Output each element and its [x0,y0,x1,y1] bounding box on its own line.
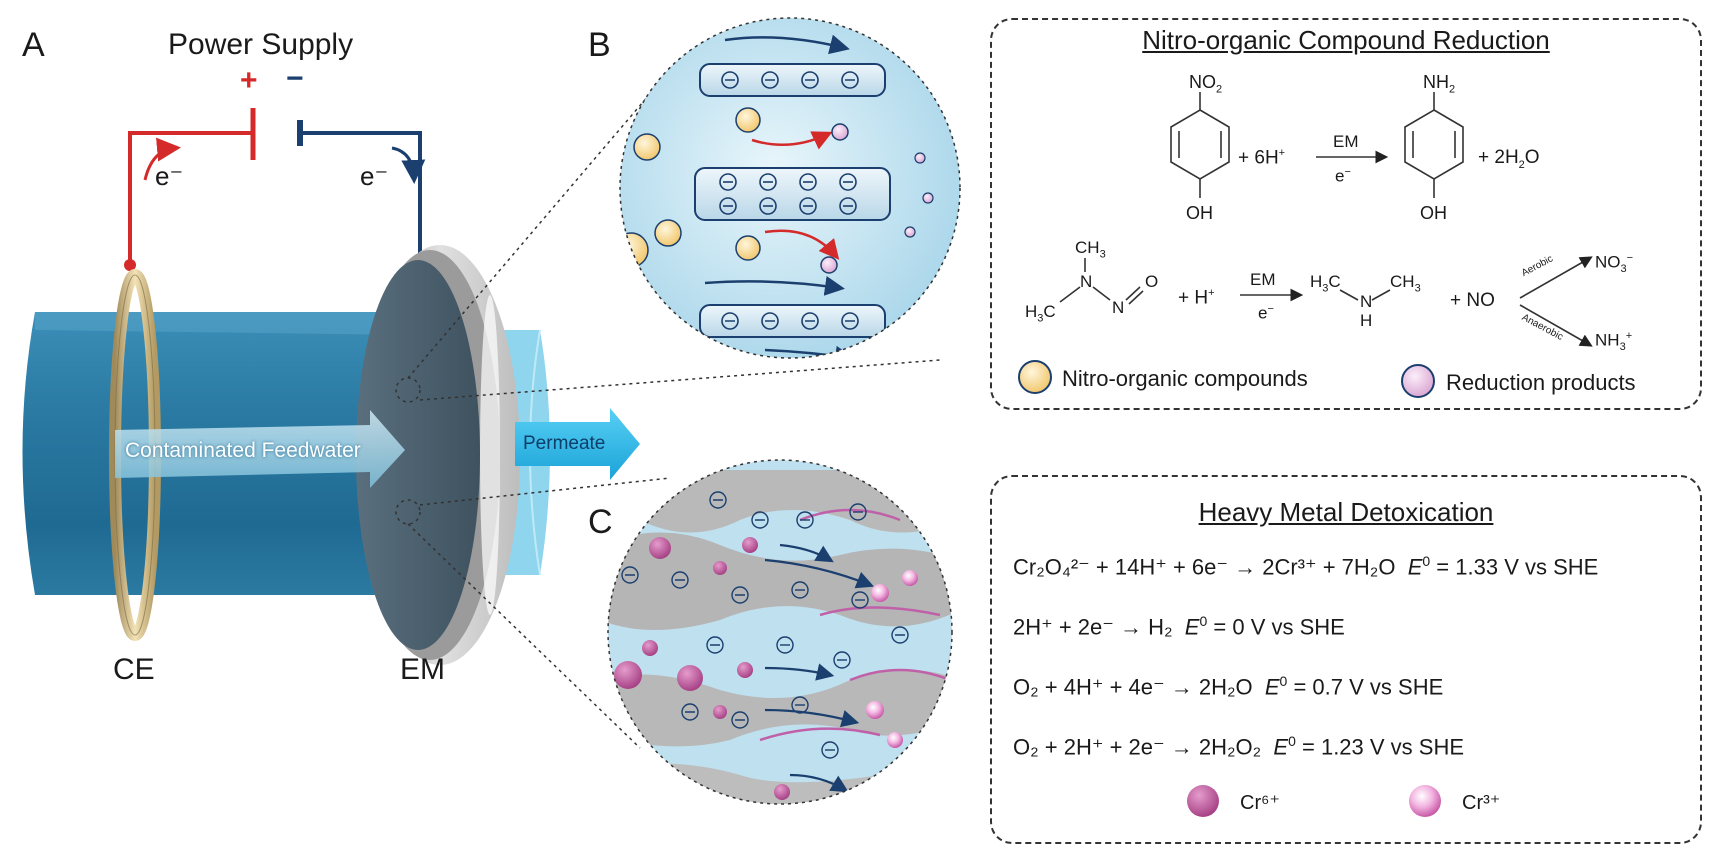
nitro-plus-no: + NO [1450,290,1495,311]
dma-n: N [1360,292,1373,311]
nitro-oh-left: OH [1186,203,1213,223]
electron-anode-label: e⁻ [155,161,184,191]
dma-ch3: CH3 [1390,272,1421,295]
ndma-ch3-top: CH3 [1075,238,1106,261]
circuit-wires [124,108,426,271]
nitro-reduction-box [990,18,1702,410]
feedwater-arrow [115,410,405,488]
zoom-lines [395,74,941,749]
ndma-n1: N [1080,272,1093,291]
negative-terminal: − [286,62,304,95]
cr6-particle [737,662,753,678]
cr6-particle [713,561,727,575]
nitro-compound-particle [654,219,682,247]
reduction-product-particle [914,152,926,164]
electron-cathode-label: e⁻ [360,161,389,191]
reduction-product-particle [831,123,849,141]
nitro-compound-particle [735,107,761,133]
ndma-n2: N [1112,298,1125,317]
nitro-compound-particle [735,235,761,261]
reduction-product-particle [820,256,838,274]
legend-product-label: Reduction products [1446,370,1636,395]
electroconductive-membrane-label: EM [400,653,445,686]
reduction-product-particle [904,226,916,238]
membrane-bar [694,167,891,221]
cr6-particle [774,784,790,800]
legend-reactant-label: Nitro-organic compounds [1062,366,1308,391]
cr6-particle [614,661,642,689]
legend-cr3-label: Cr³⁺ [1462,792,1501,814]
reduction-product-particle [922,192,934,204]
heavy-metal-box [990,475,1702,844]
power-supply-label: Power Supply [168,28,354,61]
cr6-particle [713,705,727,719]
nitro-box-title: Nitro-organic Compound Reduction [1142,25,1550,55]
nitro-em-label: EM [1333,132,1359,151]
permeate-arrow [515,408,640,480]
equation-2: 2H⁺ + 2e⁻ → H₂ E0 = 0 V vs SHE [1013,613,1345,640]
cr3-particle [871,584,889,602]
nitro-compound-particle [633,133,661,161]
ammonium-label: NH3+ [1595,330,1633,354]
nitro-no2-label: NO2 [1189,72,1223,96]
panel-a-letter: A [22,26,45,64]
panel-b-letter: B [588,26,611,64]
ndma-em-label: EM [1250,270,1276,289]
cr3-particle [847,792,863,804]
feedwater-label: Contaminated Feedwater [125,439,361,462]
dma-h: H [1360,311,1373,330]
dma-h3c: H3C [1310,272,1341,295]
legend-cr6-label: Cr⁶⁺ [1240,792,1280,814]
nitrate-label: NO3− [1595,252,1634,276]
nitro-e-label: e− [1335,166,1351,186]
nitro-chem-structures [1059,92,1593,347]
nitro-oh-right: OH [1420,203,1447,223]
equation-4: O₂ + 2H⁺ + 2e⁻ → 2H₂O₂ E0 = 1.23 V vs SH… [1013,733,1465,760]
legend-product-icon [1401,364,1435,398]
cr3-particle [866,701,884,719]
counter-electrode-label: CE [113,653,155,686]
metal-box-title: Heavy Metal Detoxication [1198,497,1494,527]
legend-cr3-icon [1409,785,1441,817]
cr6-particle [742,537,758,553]
membrane-bar [699,63,886,97]
ndma-e-label: e− [1258,303,1274,323]
cr3-particle [887,732,903,748]
equation-1: Cr₂O₄²⁻ + 14H⁺ + 6e⁻ → 2Cr³⁺ + 7H₂O E0 =… [1013,553,1599,580]
cr6-particle [642,640,658,656]
nitro-plus-6h: + 6H+ [1238,147,1286,169]
cr3-particle [902,570,918,586]
legend-cr6-icon [1187,785,1219,817]
cr6-particle [677,665,703,691]
nitro-nh2-label: NH2 [1423,72,1456,96]
positive-terminal: + [240,64,258,97]
ndma-plus-h: + H+ [1178,287,1215,309]
nitro-plus-water: + 2H2O [1478,147,1540,171]
cr6-particle [649,537,671,559]
panel-c-letter: C [588,503,613,541]
em-disc [356,245,520,665]
membrane-bar [699,304,886,338]
permeate-label: Permeate [523,433,606,454]
equation-3: O₂ + 4H⁺ + 4e⁻ → 2H₂O E0 = 0.7 V vs SHE [1013,673,1444,700]
panel-b-zoom [619,17,961,359]
ndma-o: O [1145,272,1159,291]
panel-c-zoom [607,459,953,805]
ndma-h3c: H3C [1025,302,1056,325]
legend-reactant-icon [1018,360,1052,394]
